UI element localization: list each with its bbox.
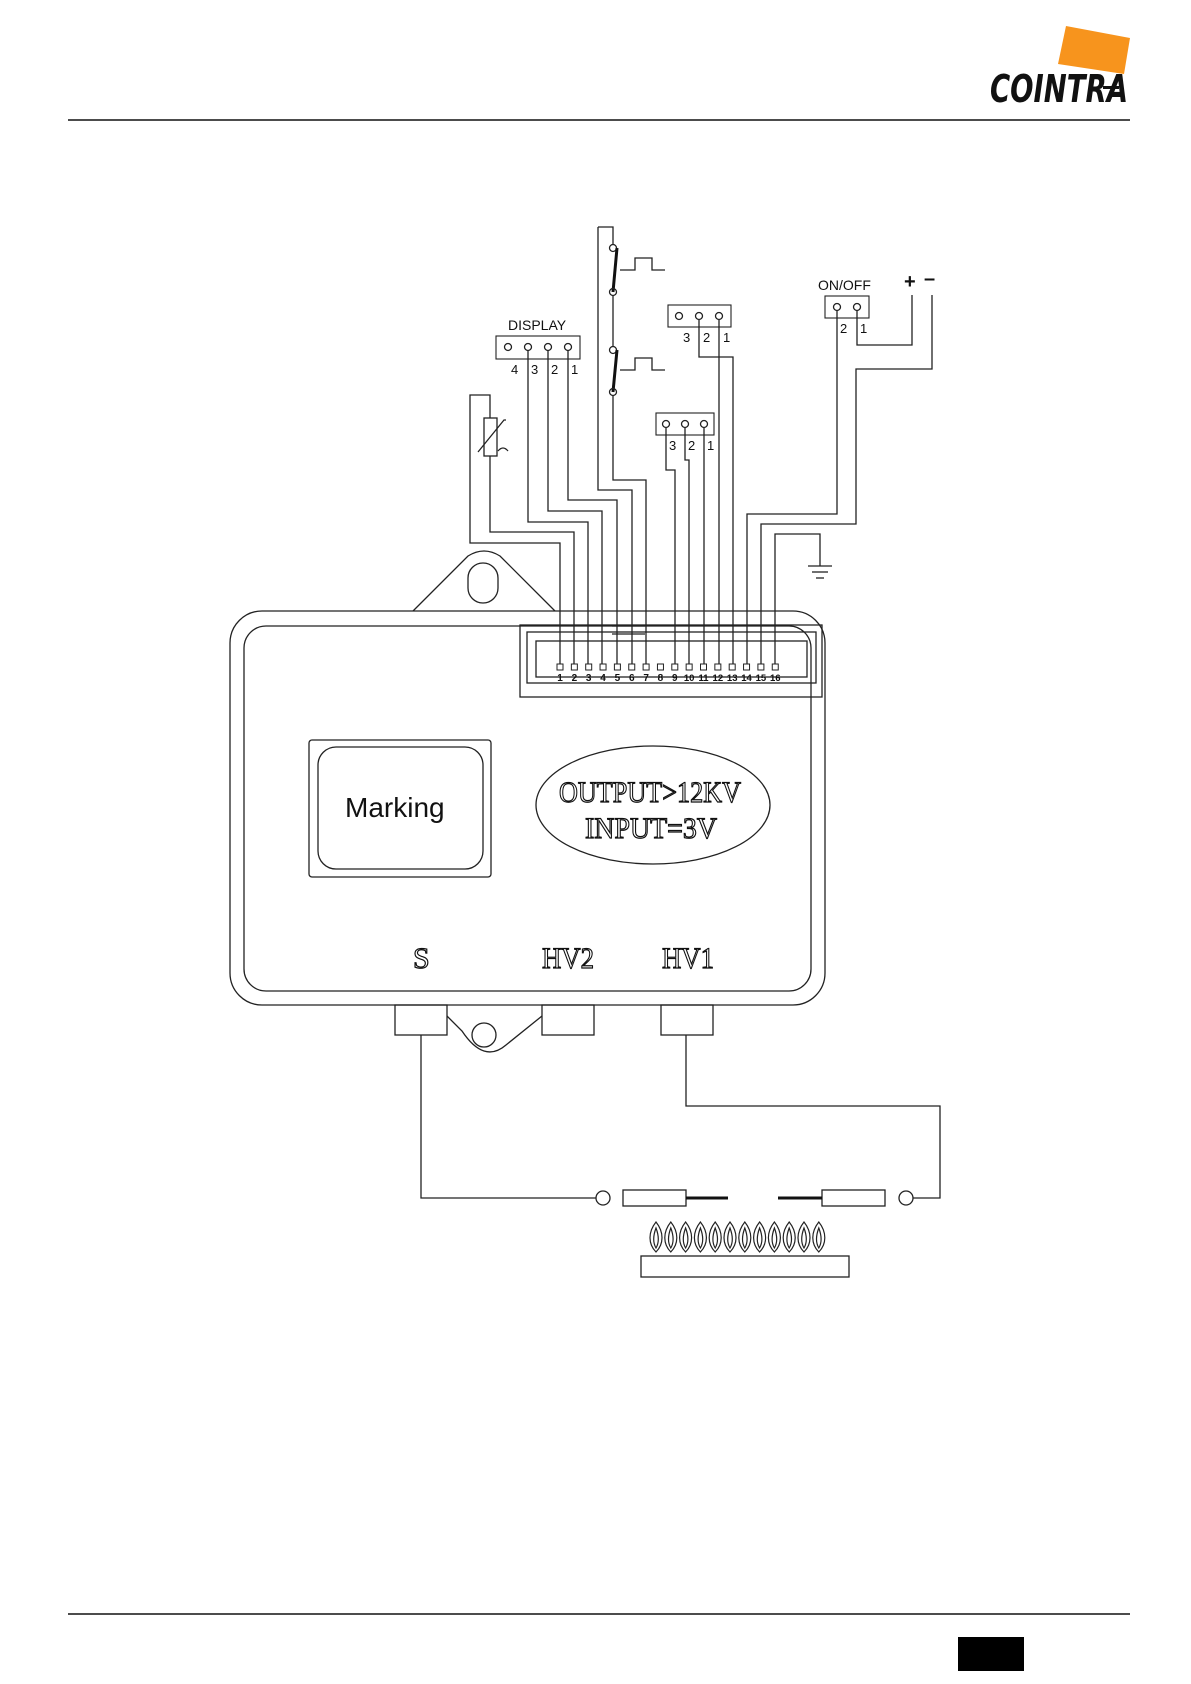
flame-1 (650, 1222, 662, 1252)
marking-text: Marking (345, 792, 445, 823)
display-pin-2: 2 (551, 362, 558, 377)
flame-7 (739, 1222, 751, 1252)
switch-pin-2: 2 (703, 330, 710, 345)
display-pin-1: 1 (571, 362, 578, 377)
terminal-label-6: 6 (629, 673, 635, 684)
spec-ellipse: OUTPUT>12KV INPUT=3V (536, 746, 770, 864)
onoff-pin-2: 2 (840, 321, 847, 336)
terminal-label-5: 5 (615, 673, 621, 684)
output-sockets (395, 1005, 713, 1052)
terminal-label-11: 11 (698, 673, 709, 684)
terminal-label-8: 8 (658, 673, 664, 684)
terminal-label-14: 14 (741, 673, 752, 684)
terminal-label-2: 2 (572, 673, 578, 684)
terminal-pin-1 (557, 664, 563, 670)
terminal-pin-6 (629, 664, 635, 670)
terminal-pin-12 (715, 664, 721, 670)
terminal-label-12: 12 (713, 673, 724, 684)
microswitches (598, 227, 665, 664)
flame-11 (798, 1222, 810, 1252)
mid-pin-2: 2 (688, 438, 695, 453)
marking-label: Marking (309, 740, 491, 877)
flame-6 (724, 1222, 736, 1252)
terminal-pin-7 (643, 664, 649, 670)
power-plus: + (904, 271, 916, 293)
flame-4 (694, 1222, 706, 1252)
flame-2 (665, 1222, 677, 1252)
terminal-pin-13 (729, 664, 735, 670)
terminal-label-9: 9 (672, 673, 678, 684)
onoff-label: ON/OFF (818, 277, 871, 293)
terminal-pin-8 (657, 664, 663, 670)
terminal-pin-15 (758, 664, 764, 670)
power-minus: – (924, 268, 935, 290)
terminal-pin-4 (600, 664, 606, 670)
terminal-label-16: 16 (770, 673, 781, 684)
terminal-pin-11 (701, 664, 707, 670)
terminal-label-7: 7 (643, 673, 649, 684)
mid-pin-1: 1 (707, 438, 714, 453)
switch-pin-3: 3 (683, 330, 690, 345)
burner-flames (650, 1222, 825, 1252)
display-pin-4: 4 (511, 362, 518, 377)
onoff-connector: ON/OFF 2 1 (818, 277, 871, 336)
terminal-label-15: 15 (756, 673, 767, 684)
cointra-logo: COINTRA (990, 26, 1130, 111)
display-label: DISPLAY (508, 317, 567, 333)
page-number-box (958, 1637, 1024, 1671)
flame-8 (754, 1222, 766, 1252)
output-spec: OUTPUT>12KV (559, 776, 741, 809)
terminal-label-1: 1 (557, 673, 563, 684)
flame-3 (680, 1222, 692, 1252)
electrodes (421, 1035, 940, 1206)
input-spec: INPUT=3V (585, 812, 717, 845)
terminal-label-3: 3 (586, 673, 592, 684)
flame-12 (813, 1222, 825, 1252)
switch-pin-1: 1 (723, 330, 730, 345)
mid-pin-3: 3 (669, 438, 676, 453)
terminal-pin-9 (672, 664, 678, 670)
terminal-pin-3 (586, 664, 592, 670)
flame-9 (768, 1222, 780, 1252)
flame-5 (709, 1222, 721, 1252)
onoff-pin-1: 1 (860, 321, 867, 336)
terminal-pin-2 (571, 664, 577, 670)
terminal-label-13: 13 (727, 673, 738, 684)
display-pin-3: 3 (531, 362, 538, 377)
ground-symbol (775, 534, 832, 664)
flame-10 (783, 1222, 795, 1252)
terminal-pin-14 (744, 664, 750, 670)
terminal-pin-16 (772, 664, 778, 670)
terminal-pin-10 (686, 664, 692, 670)
output-s-label: S (413, 942, 430, 975)
terminal-pin-5 (614, 664, 620, 670)
thermistor-symbol (470, 395, 574, 664)
burner-bar (641, 1256, 849, 1277)
output-hv2-label: HV2 (542, 942, 594, 975)
output-hv1-label: HV1 (662, 942, 714, 975)
terminal-label-4: 4 (600, 673, 606, 684)
terminal-label-10: 10 (684, 673, 695, 684)
